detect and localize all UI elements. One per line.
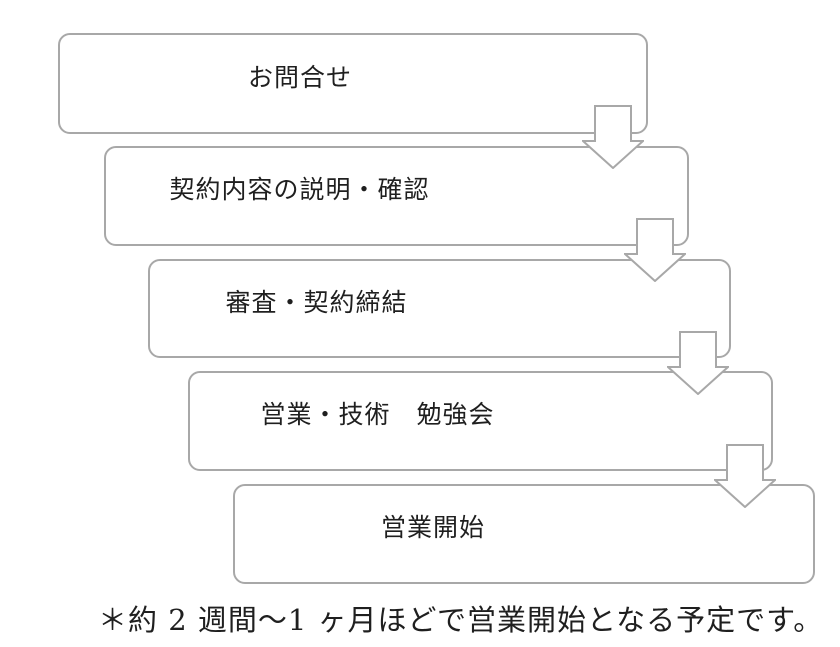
flow-step-business-start: 営業開始 — [233, 484, 815, 584]
down-arrow-icon — [714, 444, 776, 508]
down-arrow-icon — [624, 218, 686, 282]
footnote: ＊約 2 週間～1 ヶ月ほどで営業開始となる予定です。 — [98, 603, 824, 637]
down-arrow-icon — [582, 105, 644, 169]
flow-step-contract-explanation: 契約内容の説明・確認 — [104, 146, 689, 246]
flow-step-label: 営業・技術 勉強会 — [260, 400, 495, 429]
flow-step-label: お問合せ — [247, 62, 352, 92]
flow-step-training-session: 営業・技術 勉強会 — [188, 371, 773, 471]
flow-step-label: 契約内容の説明・確認 — [169, 175, 430, 204]
down-arrow-icon — [667, 331, 729, 395]
flow-step-inquiry: お問合せ — [58, 33, 648, 134]
flow-step-label: 審査・契約締結 — [225, 287, 408, 317]
flow-step-label: 営業開始 — [380, 513, 485, 542]
flow-step-screening-contract: 審査・契約締結 — [148, 259, 731, 358]
